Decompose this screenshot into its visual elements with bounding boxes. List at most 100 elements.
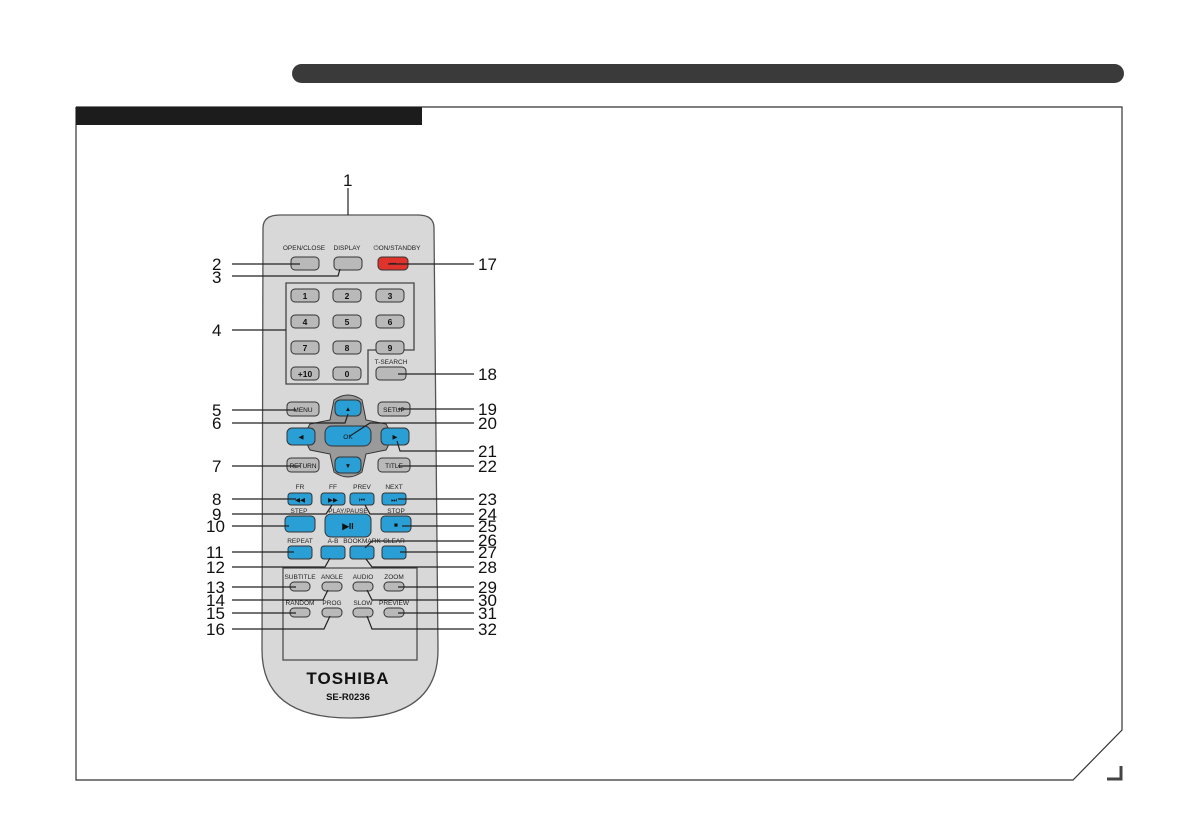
callout-9: 9 bbox=[212, 505, 221, 524]
svg-text:MENU: MENU bbox=[293, 407, 312, 414]
svg-text:TITLE: TITLE bbox=[385, 463, 403, 470]
stop-icon: ■ bbox=[394, 522, 398, 529]
preview-label: PREVIEW bbox=[379, 600, 410, 607]
callout-31: 31 bbox=[478, 604, 497, 623]
callout-8: 8 bbox=[212, 490, 221, 509]
bookmark-label: BOOKMARK bbox=[343, 538, 381, 545]
ff-button[interactable]: ▶▶ bbox=[320, 492, 346, 506]
callout-16: 16 bbox=[206, 620, 225, 639]
callout-3: 3 bbox=[212, 268, 221, 287]
step-button[interactable] bbox=[284, 515, 316, 533]
zoom-label: ZOOM bbox=[384, 574, 404, 581]
callout-20: 20 bbox=[478, 414, 497, 433]
fast-reverse-icon: ◀◀ bbox=[295, 497, 306, 504]
key-5[interactable]: 5 bbox=[332, 314, 362, 329]
up-arrow-icon: ▲ bbox=[345, 406, 351, 413]
step-label: STEP bbox=[291, 508, 308, 515]
audio-button[interactable] bbox=[352, 581, 374, 592]
callout-12: 12 bbox=[206, 558, 225, 577]
key-1[interactable]: 1 bbox=[290, 288, 320, 303]
callout-29: 29 bbox=[478, 578, 497, 597]
next-icon: ⏭ bbox=[391, 497, 397, 504]
callout-28: 28 bbox=[478, 558, 497, 577]
key-3[interactable]: 3 bbox=[375, 288, 405, 303]
play-pause-button[interactable]: ▶II bbox=[324, 513, 372, 538]
callout-14: 14 bbox=[206, 591, 225, 610]
svg-text:9: 9 bbox=[388, 343, 393, 353]
svg-text:2: 2 bbox=[345, 291, 350, 301]
callout-1: 1 bbox=[343, 171, 352, 190]
prev-button[interactable]: ⏮ bbox=[349, 492, 375, 506]
key-7[interactable]: 7 bbox=[290, 340, 320, 355]
down-arrow-icon: ▼ bbox=[345, 463, 351, 470]
key-2[interactable]: 2 bbox=[332, 288, 362, 303]
callout-19: 19 bbox=[478, 400, 497, 419]
return-button[interactable]: RETURN bbox=[286, 457, 320, 473]
fast-forward-icon: ▶▶ bbox=[328, 497, 339, 504]
slow-button[interactable] bbox=[352, 607, 374, 618]
ff-label: FF bbox=[329, 484, 337, 491]
standby-label: ⏻ON/STANDBY bbox=[374, 245, 422, 252]
left-arrow-icon: ◀ bbox=[299, 434, 305, 441]
svg-text:6: 6 bbox=[388, 317, 393, 327]
key-0[interactable]: 0 bbox=[332, 366, 362, 381]
callout-18: 18 bbox=[478, 365, 497, 384]
callout-5: 5 bbox=[212, 401, 221, 420]
svg-text:+10: +10 bbox=[298, 369, 313, 379]
number-pad-frame bbox=[285, 282, 415, 385]
brand-logo: TOSHIBA bbox=[306, 669, 389, 688]
prev-label: PREV bbox=[353, 484, 371, 491]
repeat-label: REPEAT bbox=[287, 538, 313, 545]
svg-text:OK: OK bbox=[343, 434, 353, 441]
svg-text:SETUP: SETUP bbox=[383, 407, 405, 414]
svg-text:7: 7 bbox=[303, 343, 308, 353]
callout-22: 22 bbox=[478, 457, 497, 476]
up-arrow-button[interactable]: ▲ bbox=[334, 399, 362, 417]
title-button[interactable]: TITLE bbox=[377, 457, 411, 473]
callout-15: 15 bbox=[206, 604, 225, 623]
key-8[interactable]: 8 bbox=[332, 340, 362, 355]
callout-10: 10 bbox=[206, 517, 225, 536]
callout-23: 23 bbox=[478, 490, 497, 509]
page-frame bbox=[75, 106, 1123, 781]
menu-button[interactable]: MENU bbox=[286, 401, 320, 417]
slow-label: SLOW bbox=[353, 600, 373, 607]
svg-text:1: 1 bbox=[303, 291, 308, 301]
right-arrow-button[interactable]: ▶ bbox=[380, 427, 410, 446]
svg-text:4: 4 bbox=[303, 317, 308, 327]
bookmark-button[interactable] bbox=[349, 545, 375, 560]
key-4[interactable]: 4 bbox=[290, 314, 320, 329]
callout-24: 24 bbox=[478, 505, 497, 524]
angle-button[interactable] bbox=[321, 581, 343, 592]
callout-25: 25 bbox=[478, 517, 497, 536]
prog-button[interactable] bbox=[321, 607, 343, 618]
a-b-label: A-B bbox=[328, 538, 339, 545]
right-arrow-icon: ▶ bbox=[393, 434, 399, 441]
callout-2: 2 bbox=[212, 255, 221, 274]
callout-11: 11 bbox=[206, 543, 224, 562]
callout-13: 13 bbox=[206, 578, 225, 597]
key-9[interactable]: 9 bbox=[375, 340, 405, 355]
callout-26: 26 bbox=[478, 531, 497, 550]
callout-lines bbox=[232, 188, 474, 630]
ok-button[interactable]: OK bbox=[324, 425, 372, 447]
key-6[interactable]: 6 bbox=[375, 314, 405, 329]
a-b-button[interactable] bbox=[320, 545, 346, 560]
model-number: SE-R0236 bbox=[326, 692, 370, 703]
down-arrow-button[interactable]: ▼ bbox=[334, 456, 362, 474]
open-close-label: OPEN/CLOSE bbox=[283, 245, 326, 252]
callout-32: 32 bbox=[478, 620, 497, 639]
stop-label: STOP bbox=[387, 508, 405, 515]
section-title-bar bbox=[76, 107, 422, 125]
previous-icon: ⏮ bbox=[359, 497, 365, 504]
key-plus10[interactable]: +10 bbox=[290, 366, 320, 381]
left-arrow-button[interactable]: ◀ bbox=[286, 427, 316, 446]
play-pause-label: PLAY/PAUSE bbox=[328, 508, 368, 515]
display-label: DISPLAY bbox=[334, 245, 362, 252]
callout-6: 6 bbox=[212, 414, 221, 433]
callout-7: 7 bbox=[212, 457, 221, 476]
stop-button[interactable]: ■ bbox=[380, 515, 412, 533]
display-button[interactable] bbox=[333, 256, 363, 271]
fr-label: FR bbox=[296, 484, 305, 491]
